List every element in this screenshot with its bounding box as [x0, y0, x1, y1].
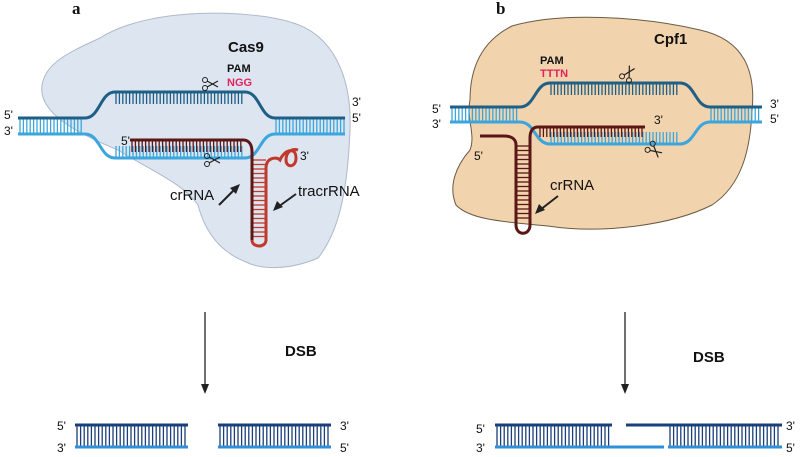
cpf1-cleavage-product-left: [495, 423, 664, 449]
scissors-icon: [644, 140, 663, 158]
panel-b: b Cpf1 5' 3' 3' 5' PAM TTTN: [432, 0, 795, 455]
cas9-tracrrna-arrow: [277, 193, 297, 208]
cas9-crrna-strand: [130, 138, 254, 240]
cpf1-crrna-arrowhead: [535, 204, 545, 214]
cpf1-rna-3prime: 3': [654, 113, 663, 127]
cas9-product-right-top-end: 3': [340, 419, 349, 433]
cpf1-dna-bottom-strand: [450, 120, 762, 146]
cas9-dna-left-top-end: 5': [4, 108, 13, 122]
cas9-product-left-rungs: [76, 425, 186, 447]
scissors-icon: [204, 153, 221, 167]
cas9-stem-loop-rungs: [252, 159, 266, 238]
cas9-target-dna: [18, 90, 345, 160]
cpf1-target-dna: [450, 81, 762, 146]
cpf1-rna-5prime: 5': [474, 149, 483, 163]
cpf1-cleavage-product-right: [626, 423, 782, 449]
cas9-product-left-bottom-end: 3': [57, 441, 66, 455]
cas9-crrna-arrowhead: [230, 184, 240, 194]
cpf1-product-left-rungs: [496, 425, 610, 447]
cpf1-stem-loop-rungs: [516, 145, 530, 219]
cpf1-crrna-label: crRNA: [550, 177, 594, 194]
panel-b-label: b: [496, 0, 505, 18]
cpf1-dsb-arrowhead: [621, 384, 629, 394]
cas9-dna-left-bottom-end: 3': [4, 124, 13, 138]
scissors-icon: [202, 77, 219, 91]
cas9-dsb-label: DSB: [285, 343, 317, 360]
cas9-product-right-rungs: [219, 425, 329, 447]
cpf1-product-left-bottom-end: 3': [476, 441, 485, 455]
cpf1-pam-sequence: TTTN: [540, 68, 568, 80]
cpf1-pam-label: PAM: [540, 55, 564, 67]
cas9-tracrrna-label: tracrRNA: [298, 183, 360, 200]
cas9-pam-label: PAM: [227, 63, 251, 75]
cas9-tracrrna-arrowhead: [273, 201, 283, 211]
cas9-label: Cas9: [228, 39, 264, 56]
cpf1-label: Cpf1: [654, 31, 687, 48]
cpf1-protein-body: [452, 16, 754, 230]
cpf1-crrna: [480, 125, 645, 235]
cas9-rna-5prime: 5': [121, 134, 130, 148]
cas9-dsb-arrowhead: [201, 384, 209, 394]
cpf1-dna-top-rungs: [451, 83, 760, 122]
cpf1-dna-right-top-end: 3': [770, 97, 779, 111]
cas9-pam-sequence: NGG: [227, 77, 252, 89]
cpf1-dsb-label: DSB: [693, 349, 725, 366]
panel-a: a Cas9 5' 3' 3' 5' PAM NGG: [4, 0, 361, 455]
cpf1-crrna-arrow: [539, 195, 559, 211]
cas9-dna-top-strand: [18, 90, 345, 120]
cpf1-dna-bottom-rungs: [550, 132, 678, 144]
cpf1-crrna-strand: [480, 125, 645, 235]
cas9-product-left-top-end: 5': [57, 419, 66, 433]
cpf1-crrna-spacer-rungs: [539, 127, 643, 137]
cas9-cleavage-product-left: [75, 423, 188, 449]
cpf1-dna-right-bottom-end: 5': [770, 112, 779, 126]
cpf1-dna-left-bottom-end: 3': [432, 117, 441, 131]
cas9-tracrrna-strand: [250, 148, 299, 248]
cas9-dna-bottom-strand: [18, 132, 345, 160]
panel-a-label: a: [72, 0, 81, 18]
cas9-dna-right-top-end: 3': [352, 95, 361, 109]
cas9-dna-top-rungs: [19, 92, 345, 134]
cas9-tracr-3prime: 3': [300, 149, 309, 163]
scissors-icon: [619, 65, 635, 84]
cas9-cleavage-product-right: [218, 423, 331, 449]
cas9-guide-rna: [130, 138, 299, 248]
cas9-product-right-bottom-end: 5': [340, 441, 349, 455]
cas9-dna-right-bottom-end: 5': [352, 111, 361, 125]
cpf1-dna-top-strand: [450, 81, 762, 109]
cpf1-product-right-rungs: [669, 425, 779, 447]
cpf1-dna-left-top-end: 5': [432, 102, 441, 116]
cas9-crrna-label: crRNA: [170, 187, 214, 204]
cas9-crrna-spacer-rungs: [131, 140, 242, 152]
cas9-dna-bottom-rungs: [115, 146, 243, 158]
cpf1-product-right-top-end: 3': [786, 419, 795, 433]
cpf1-product-right-bottom-end: 5': [786, 441, 795, 455]
cpf1-product-left-top-end: 5': [476, 422, 485, 436]
